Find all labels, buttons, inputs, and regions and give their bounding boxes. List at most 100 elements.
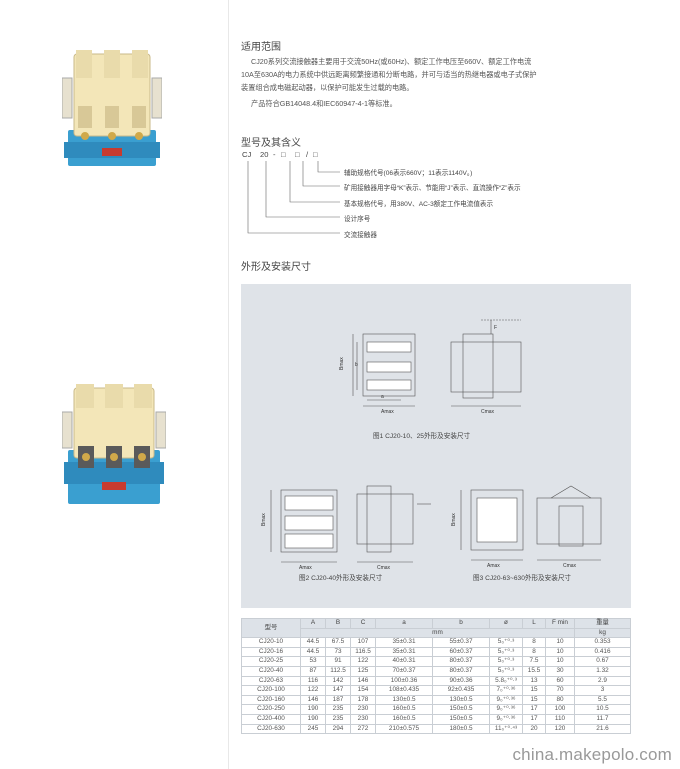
th-a-upper: A [300, 618, 326, 629]
table-cell: 210±0.575 [375, 723, 433, 735]
table-cell: 92±0.435 [432, 685, 490, 696]
usage-line-2: 10A至630A的电力系统中供远距离频繁接通和分断电路，并可与适当的热继电器或电… [241, 70, 537, 79]
table-cell: CJ20-160 [241, 694, 301, 706]
table-cell: 112.5 [325, 665, 351, 677]
table-cell: 154 [350, 685, 376, 696]
meaning-design-no: 设计序号 [344, 216, 371, 223]
table-cell: 90±0.36 [432, 675, 490, 687]
table-cell: 108±0.435 [375, 685, 433, 696]
table-cell: 110 [545, 713, 575, 725]
table-cell: 10 [545, 637, 575, 648]
table-cell: 190 [300, 713, 326, 725]
table-cell: 35±0.31 [375, 637, 433, 648]
table-cell: 1.32 [574, 665, 631, 677]
left-photo-column [0, 0, 229, 769]
fig2-bmax-label: Bmax [261, 513, 267, 526]
usage-line-3: 装置组合成电磁起动器，以保护可能发生过载的电路。 [241, 83, 414, 92]
table-cell: CJ20-250 [241, 704, 301, 715]
table-cell: 8 [522, 637, 546, 648]
table-cell: 5.5 [574, 694, 631, 706]
usage-heading: 适用范围 [241, 42, 281, 53]
table-cell: 160±0.5 [375, 704, 433, 715]
table-cell: 190 [300, 704, 326, 715]
code-part-slash: / [306, 150, 309, 159]
fig3-bmax-label: Bmax [451, 513, 457, 526]
table-cell: 146 [300, 694, 326, 706]
table-cell: 5.8₀⁺⁰·³ [489, 675, 523, 687]
th-b-lower: b [432, 618, 490, 629]
fig3-amax-label: Amax [487, 563, 500, 569]
table-cell: 10.5 [574, 704, 631, 715]
table-cell: 60 [545, 675, 575, 687]
table-cell: 122 [300, 685, 326, 696]
table-cell: 150±0.5 [432, 713, 490, 725]
th-c-upper: C [350, 618, 376, 629]
fig1-f-label: F [494, 325, 497, 331]
table-cell: 73 [325, 646, 351, 658]
table-cell: 272 [350, 723, 376, 735]
table-cell: 7₀⁺⁰·³⁶ [489, 685, 523, 696]
table-cell: 5₀⁺⁰·³ [489, 637, 523, 648]
model-heading: 型号及其含义 [241, 138, 301, 149]
table-cell: 9₀⁺⁰·³⁶ [489, 704, 523, 715]
table-cell: 80±0.37 [432, 665, 490, 677]
meaning-basic-spec: 基本规格代号，用380V、AC-3额定工作电流值表示 [344, 201, 494, 208]
code-part-box1: □ [281, 150, 286, 159]
table-cell: CJ20-25 [241, 656, 301, 667]
usage-line-4: 产品符合GB14048.4和IEC60947-4-1等标准。 [251, 99, 397, 108]
table-cell: 5₀⁺⁰·³ [489, 665, 523, 677]
table-cell: 60±0.37 [432, 646, 490, 658]
table-cell: 9₀⁺⁰·³⁶ [489, 713, 523, 725]
figure-2-caption: 图2 CJ20-40外形及安装尺寸 [299, 575, 383, 582]
th-fmin: F min [545, 618, 575, 629]
table-cell: 120 [545, 723, 575, 735]
code-part-box2: □ [295, 150, 300, 159]
product-photo-small-contactor [62, 50, 162, 166]
fig1-amax-label: Amax [381, 409, 394, 415]
table-cell: 245 [300, 723, 326, 735]
table-cell: 44.5 [300, 646, 326, 658]
table-cell: CJ20-16 [241, 646, 301, 658]
table-cell: 55±0.37 [432, 637, 490, 648]
table-cell: 178 [350, 694, 376, 706]
table-cell: 20 [522, 723, 546, 735]
code-part-20: 20 [260, 150, 269, 159]
table-cell: 122 [350, 656, 376, 667]
table-cell: 0.67 [574, 656, 631, 667]
th-b-upper: B [325, 618, 351, 629]
usage-line-1: CJ20系列交流接触器主要用于交流50Hz(或60Hz)、额定工作电压至660V… [251, 57, 532, 66]
table-cell: 230 [350, 704, 376, 715]
table-cell: CJ20-400 [241, 713, 301, 725]
table-cell: 2.9 [574, 675, 631, 687]
fig2-cmax-label: Cmax [377, 565, 391, 571]
table-cell: 116.5 [350, 646, 376, 658]
table-cell: 100±0.36 [375, 675, 433, 687]
table-cell: 70±0.37 [375, 665, 433, 677]
fig1-a-label: a [381, 394, 384, 400]
table-cell: 0.416 [574, 646, 631, 658]
code-part-box3: □ [313, 150, 318, 159]
table-cell: 130±0.5 [375, 694, 433, 706]
th-weight: 重量 [574, 618, 631, 629]
code-part-cj: CJ [242, 150, 252, 159]
table-cell: CJ20-630 [241, 723, 301, 735]
table-cell: 91 [325, 656, 351, 667]
table-cell: 15 [522, 685, 546, 696]
table-cell: CJ20-40 [241, 665, 301, 677]
table-cell: 146 [350, 675, 376, 687]
figure-3-drawing: Bmax Amax Cmax [451, 485, 602, 569]
code-part-dash: - [273, 150, 276, 159]
fig1-cmax-label: Cmax [481, 409, 495, 415]
table-cell: 9₀⁺⁰·³⁶ [489, 694, 523, 706]
table-cell: 7.5 [522, 656, 546, 667]
fig1-b-label: b [355, 362, 358, 368]
table-cell: 80 [545, 694, 575, 706]
table-cell: 187 [325, 694, 351, 706]
table-cell: CJ20-10 [241, 637, 301, 648]
table-cell: 235 [325, 704, 351, 715]
